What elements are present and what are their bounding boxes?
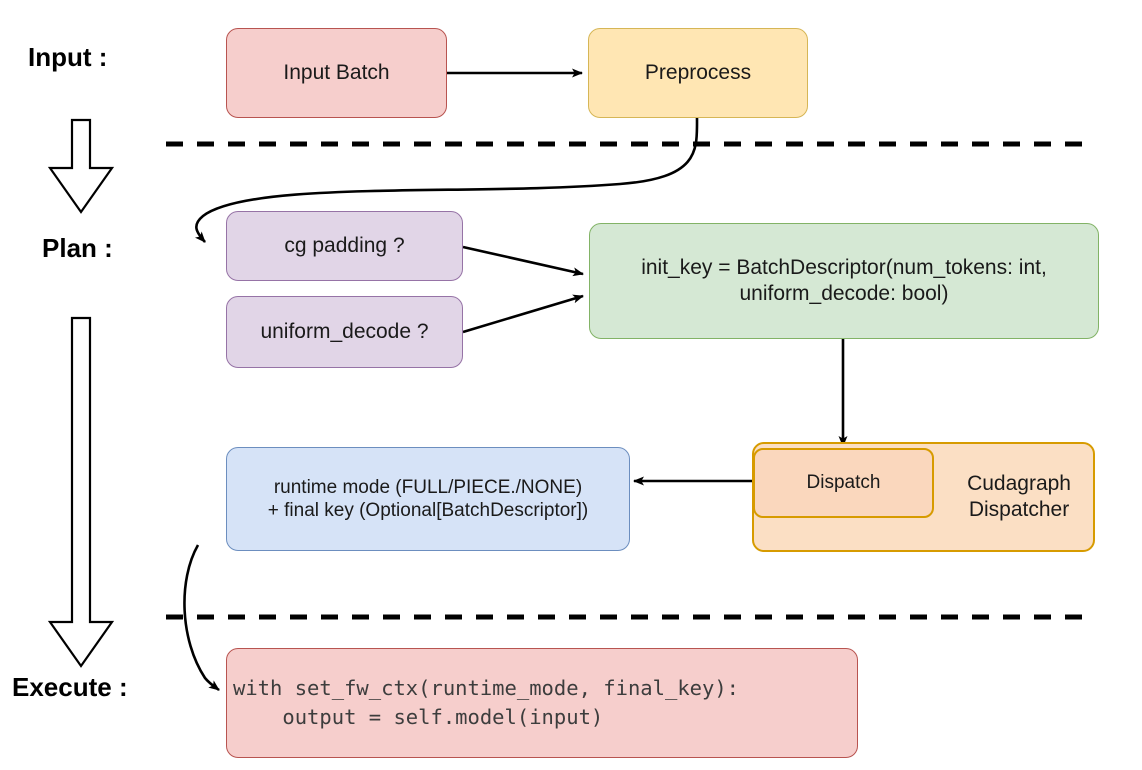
stage-label-execute: Execute : [12,672,128,702]
node-preprocess-label: Preprocess [644,61,752,85]
node-cudagraph-dispatcher-line2: Dispatcher [968,498,1070,521]
node-execute-code-text: with set_fw_ctx(runtime_mode, final_key)… [233,675,740,729]
node-input-batch[interactable]: Input Batch [226,28,447,118]
node-execute-code[interactable]: with set_fw_ctx(runtime_mode, final_key)… [226,648,858,758]
node-cg-padding-label: cg padding ? [284,234,405,258]
edge-runtime-mode-to-execute-code [183,544,220,692]
stage-label-plan: Plan : [42,233,113,263]
edge-cg-padding-to-init-key [462,245,584,277]
node-init-key-line2: uniform_decode: bool) [739,282,949,305]
node-init-key-text: init_key = BatchDescriptor(num_tokens: i… [641,255,1047,306]
node-init-key[interactable]: init_key = BatchDescriptor(num_tokens: i… [589,223,1099,339]
input-to-plan-block-arrow [47,118,115,214]
node-dispatch-label: Dispatch [806,472,881,494]
node-preprocess[interactable]: Preprocess [588,28,808,118]
stage-label-input: Input : [28,42,108,72]
node-cudagraph-dispatcher-text: Cudagraph Dispatcher [967,471,1071,522]
node-input-batch-label: Input Batch [283,61,390,85]
node-runtime-mode-line2: + final key (Optional[BatchDescriptor]) [267,500,589,521]
node-runtime-mode-line1: runtime mode (FULL/PIECE./NONE) [273,476,583,498]
edge-uniform-decode-to-init-key [462,294,584,334]
node-cudagraph-dispatcher-line1: Cudagraph [967,472,1071,496]
node-cg-padding[interactable]: cg padding ? [226,211,463,281]
node-runtime-mode-text: runtime mode (FULL/PIECE./NONE) + final … [268,476,589,522]
node-runtime-mode[interactable]: runtime mode (FULL/PIECE./NONE) + final … [226,447,630,551]
node-uniform-decode-label: uniform_decode ? [260,320,429,344]
node-init-key-line1: init_key = BatchDescriptor(num_tokens: i… [641,256,1047,280]
node-dispatch[interactable]: Dispatch [753,448,934,518]
plan-to-execute-block-arrow [47,316,115,668]
node-uniform-decode[interactable]: uniform_decode ? [226,296,463,368]
